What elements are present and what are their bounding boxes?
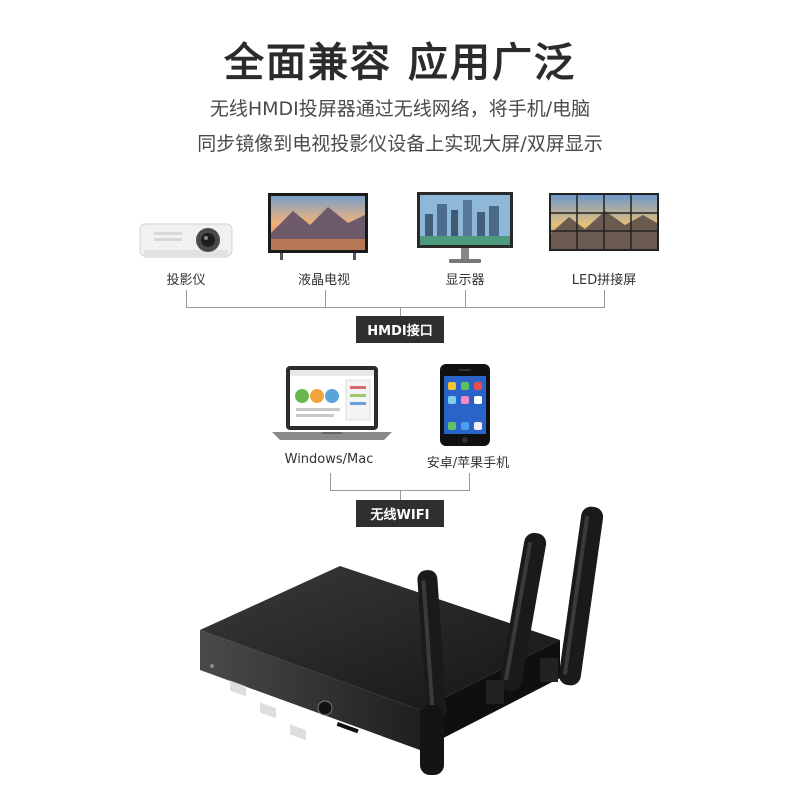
device-label-projector: 投影仪 bbox=[166, 273, 206, 288]
connector-line bbox=[400, 307, 401, 317]
laptop-icon bbox=[272, 366, 392, 444]
connector-line bbox=[330, 473, 331, 491]
wifi-tag: 无线WIFI bbox=[356, 500, 444, 527]
monitor-icon bbox=[417, 192, 513, 266]
device-label-video-wall: LED拼接屏 bbox=[571, 273, 637, 288]
connector-line bbox=[186, 290, 187, 308]
connector-line bbox=[186, 307, 605, 308]
connector-line bbox=[604, 290, 605, 308]
subtitle-line-1: 无线HMDI投屏器通过无线网络，将手机/电脑 bbox=[209, 98, 591, 120]
connector-line bbox=[325, 290, 326, 308]
connector-line bbox=[465, 290, 466, 308]
device-label-tv: 液晶电视 bbox=[297, 273, 350, 288]
connector-line bbox=[400, 490, 401, 500]
connector-line bbox=[469, 473, 470, 491]
headline: 全面兼容 应用广泛 bbox=[224, 40, 576, 86]
device-label-monitor: 显示器 bbox=[445, 273, 485, 288]
subtitle-line-2: 同步镜像到电视投影仪设备上实现大屏/双屏显示 bbox=[197, 133, 603, 155]
projector-icon bbox=[138, 216, 234, 262]
hdmi-tag: HMDI接口 bbox=[356, 316, 444, 343]
wireless-hdmi-box-icon bbox=[190, 500, 620, 800]
smartphone-icon bbox=[440, 364, 490, 446]
device-label-laptop: Windows/Mac bbox=[284, 452, 374, 467]
tv-icon bbox=[268, 193, 368, 261]
video-wall-icon bbox=[549, 193, 659, 251]
device-label-smartphone: 安卓/苹果手机 bbox=[426, 456, 510, 471]
